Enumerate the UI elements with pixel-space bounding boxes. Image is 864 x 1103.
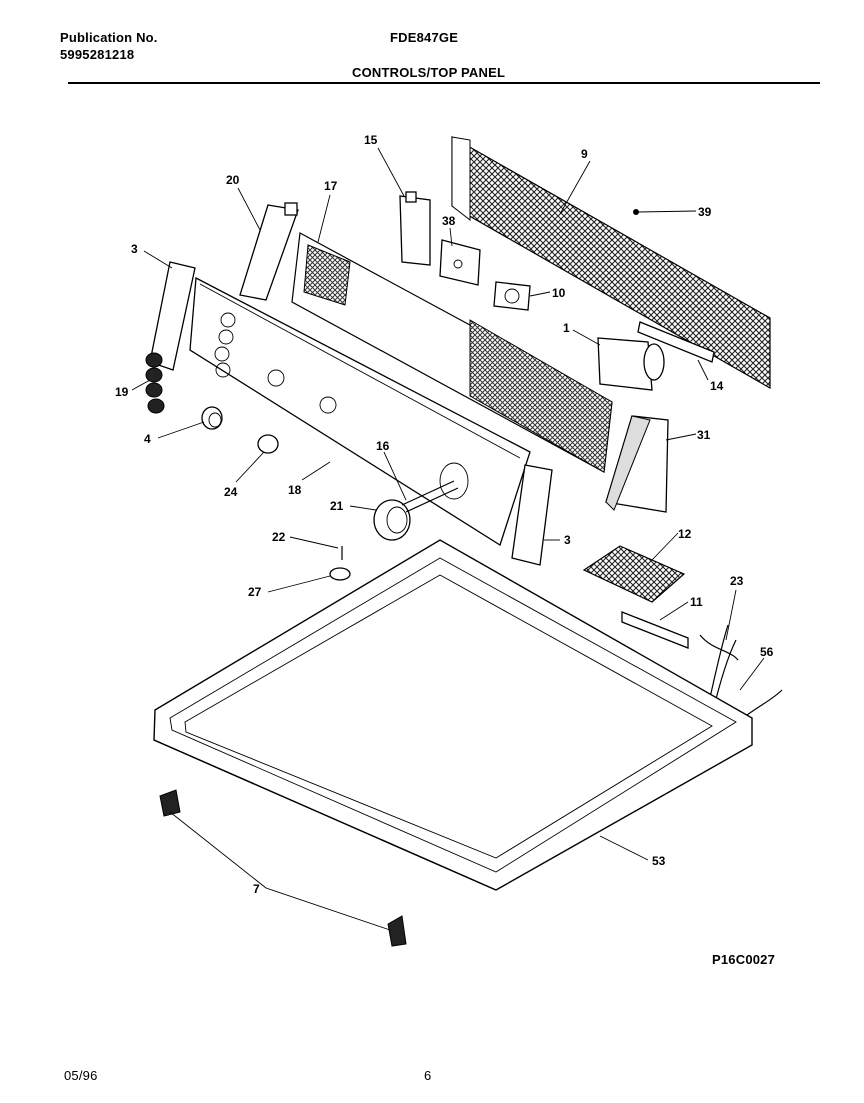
publication-label: Publication No. [60, 30, 158, 45]
callout-1: 1 [563, 321, 570, 335]
callout-14: 14 [710, 379, 724, 393]
callout-22: 22 [272, 530, 286, 544]
footer-date: 05/96 [64, 1068, 98, 1083]
bracket-part-14 [637, 321, 715, 363]
timer-part-10 [493, 281, 531, 311]
callout-9: 9 [581, 147, 588, 161]
hinge-right-part-7 [387, 915, 407, 947]
callout-18: 18 [288, 483, 302, 497]
end-cap-right-part-3 [511, 464, 553, 566]
console-panel-part-18 [189, 276, 531, 546]
callout-21: 21 [330, 499, 344, 513]
timer-part-1 [597, 337, 665, 391]
page-number: 6 [424, 1068, 432, 1083]
callout-3: 3 [131, 242, 138, 256]
timer-knob-part-21 [373, 499, 411, 541]
callout-23: 23 [730, 574, 744, 588]
knob-part-24 [257, 434, 279, 454]
callout-56: 56 [760, 645, 774, 659]
header-rule [68, 82, 820, 84]
callout-labels: 15 9 20 17 38 39 3 10 1 14 19 4 31 16 24… [115, 133, 774, 896]
board-part-12 [582, 545, 686, 603]
callout-19: 19 [115, 385, 129, 399]
leader-lines [131, 147, 765, 931]
control-cover-part-31 [605, 415, 669, 513]
callout-17: 17 [324, 179, 338, 193]
end-cap-left-part-3 [149, 261, 196, 371]
screw-part-39 [633, 209, 639, 215]
top-panel-part-53 [153, 539, 753, 891]
publication-number: 5995281218 [60, 47, 135, 62]
clip-part-27 [329, 567, 351, 581]
callout-53: 53 [652, 854, 666, 868]
callout-7: 7 [253, 882, 260, 896]
callout-12: 12 [678, 527, 692, 541]
callout-15: 15 [364, 133, 378, 147]
model-number: FDE847GE [390, 30, 459, 45]
bracket-part-15 [399, 191, 431, 266]
callout-3-right: 3 [564, 533, 571, 547]
callout-24: 24 [224, 485, 238, 499]
hinge-left-part-7 [159, 789, 181, 817]
callout-20: 20 [226, 173, 240, 187]
callout-4: 4 [144, 432, 151, 446]
switch-part-38 [439, 239, 481, 286]
section-title: CONTROLS/TOP PANEL [352, 65, 506, 80]
callout-39: 39 [698, 205, 712, 219]
knob-part-4 [201, 406, 223, 430]
callout-27: 27 [248, 585, 262, 599]
callout-38: 38 [442, 214, 456, 228]
control-mounting-panel-part-17 [291, 232, 613, 473]
knobs-part-19 [145, 352, 165, 414]
end-bracket-part-20 [239, 202, 299, 301]
rear-panel-part-9 [451, 135, 771, 390]
drawing-code: P16C0027 [712, 952, 776, 967]
callout-16: 16 [376, 439, 390, 453]
callout-10: 10 [552, 286, 566, 300]
callout-31: 31 [697, 428, 711, 442]
shaft-part-16 [401, 480, 459, 513]
callout-11: 11 [690, 595, 703, 609]
